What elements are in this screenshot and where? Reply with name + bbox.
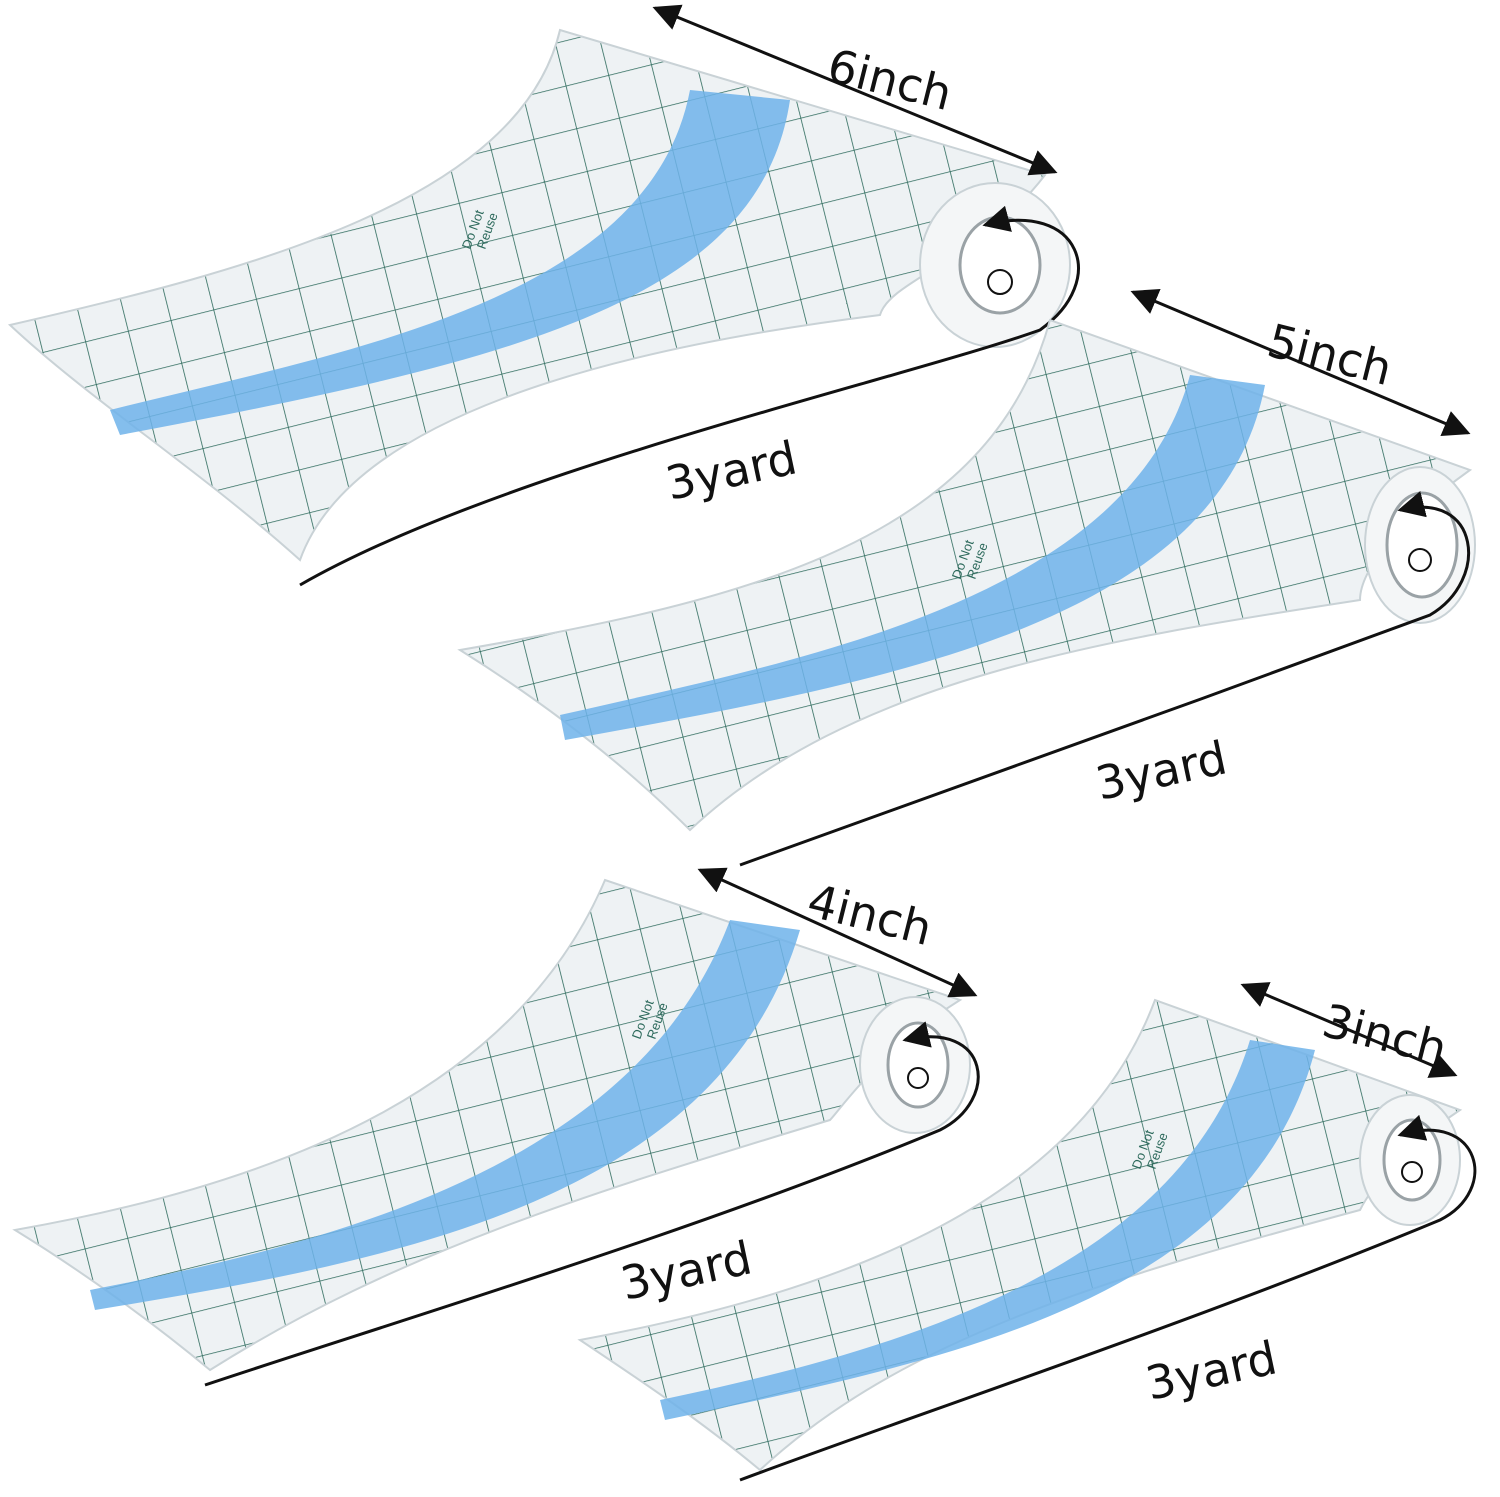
width-label: 3inch [1317, 993, 1452, 1076]
width-arrow [652, 4, 1058, 176]
roll-core [886, 1021, 950, 1109]
rotation-arrow [739, 1114, 1477, 1482]
width-arrow [697, 867, 978, 998]
length-label: 3yard [1141, 1330, 1281, 1410]
length-label: 3yard [661, 430, 801, 510]
roll-core-logo [987, 269, 1013, 295]
width-label: 6inch [822, 38, 957, 121]
roll-core [1385, 491, 1459, 599]
roll-5inch: 5inch 3yard Do Not Reuse [457, 288, 1476, 867]
roll-6inch: 6inch 3yard Do Not Reuse [7, 4, 1080, 587]
roll-4inch: 4inch 3yard Do Not Reuse [12, 867, 980, 1387]
rotation-arrow [299, 205, 1080, 587]
roll-core-logo [1401, 1161, 1423, 1183]
width-label: 4inch [802, 873, 937, 956]
rotation-arrow [739, 491, 1471, 867]
width-arrow [1130, 288, 1471, 437]
rotation-arrow [204, 1021, 980, 1387]
length-label: 3yard [1091, 730, 1231, 810]
width-label: 5inch [1262, 313, 1397, 396]
blue-stripe [660, 1040, 1315, 1420]
roll-core-logo [1408, 548, 1432, 572]
width-arrow [1240, 982, 1458, 1078]
roll-core-logo [907, 1067, 929, 1089]
roll-core [958, 215, 1042, 315]
